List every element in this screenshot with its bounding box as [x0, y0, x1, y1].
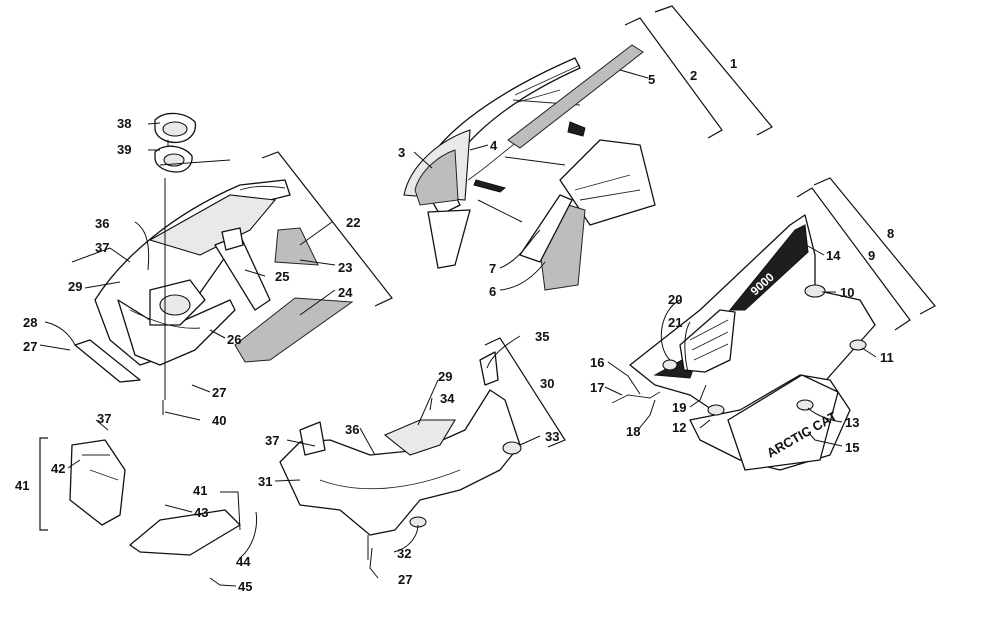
- callout-37b: 37: [97, 411, 111, 426]
- callout-41b: 41: [193, 483, 207, 498]
- callout-8: 8: [887, 226, 894, 241]
- callout-42: 42: [51, 461, 65, 476]
- callout-17: 17: [590, 380, 604, 395]
- callout-26: 26: [227, 332, 241, 347]
- bracket-42: [69, 439, 126, 526]
- callout-22: 22: [346, 215, 360, 230]
- wire-16: [611, 391, 661, 404]
- callout-1: 1: [730, 56, 737, 71]
- callout-19: 19: [672, 400, 686, 415]
- callout-27c: 27: [398, 572, 412, 587]
- windshield-panel: [559, 139, 656, 226]
- callout-labels: 1 2 3 4 5 6 7 8 9 10 11 12 13 14 15 16 1…: [15, 56, 894, 594]
- callout-28: 28: [23, 315, 37, 330]
- callout-13: 13: [845, 415, 859, 430]
- group-brackets: [39, 5, 936, 531]
- gauge-bezel: [154, 112, 197, 173]
- callout-35: 35: [535, 329, 549, 344]
- clip-4: [567, 121, 586, 137]
- belly-pan: [279, 351, 522, 536]
- left-panel-assembly: [94, 179, 291, 366]
- callout-6: 6: [489, 284, 496, 299]
- foam-backer-7: [519, 194, 573, 263]
- callout-38: 38: [117, 116, 131, 131]
- foam-pad-23: [274, 227, 319, 266]
- callout-30: 30: [540, 376, 554, 391]
- callout-41a: 41: [15, 478, 29, 493]
- foam-strip-5: [507, 44, 644, 149]
- callout-21: 21: [668, 315, 682, 330]
- callout-16: 16: [590, 355, 604, 370]
- callout-24: 24: [338, 285, 353, 300]
- callout-29b: 29: [438, 369, 452, 384]
- callout-40: 40: [212, 413, 226, 428]
- callout-31: 31: [258, 474, 272, 489]
- callout-39: 39: [117, 142, 131, 157]
- callout-12: 12: [672, 420, 686, 435]
- callout-15: 15: [845, 440, 859, 455]
- callout-10: 10: [840, 285, 854, 300]
- right-side-panel: 9000 ARCTIC CAT: [629, 214, 876, 471]
- callout-34: 34: [440, 391, 455, 406]
- callout-20: 20: [668, 292, 682, 307]
- callout-36b: 36: [345, 422, 359, 437]
- bracket-43: [129, 509, 241, 556]
- callout-29a: 29: [68, 279, 82, 294]
- callout-2: 2: [690, 68, 697, 83]
- callout-4: 4: [490, 138, 498, 153]
- callout-14: 14: [826, 248, 841, 263]
- callout-25: 25: [275, 269, 289, 284]
- callout-18: 18: [626, 424, 640, 439]
- left-panel-lower-28: [74, 339, 141, 383]
- callout-5: 5: [648, 72, 655, 87]
- callout-11: 11: [880, 350, 894, 365]
- callout-27b: 27: [23, 339, 37, 354]
- callout-23: 23: [338, 260, 352, 275]
- callout-9: 9: [868, 248, 875, 263]
- callout-45: 45: [238, 579, 252, 594]
- foam-pad-24: [234, 297, 354, 363]
- leader-lines: [39, 69, 877, 587]
- callout-3: 3: [398, 145, 405, 160]
- callout-32: 32: [397, 546, 411, 561]
- callout-7: 7: [489, 261, 496, 276]
- callout-37c: 37: [265, 433, 279, 448]
- callout-27a: 27: [212, 385, 226, 400]
- hood-top-assembly: [403, 57, 581, 269]
- callout-44: 44: [236, 554, 251, 569]
- callout-43: 43: [194, 505, 208, 520]
- callout-36a: 36: [95, 216, 109, 231]
- callout-33: 33: [545, 429, 559, 444]
- callout-37a: 37: [95, 240, 109, 255]
